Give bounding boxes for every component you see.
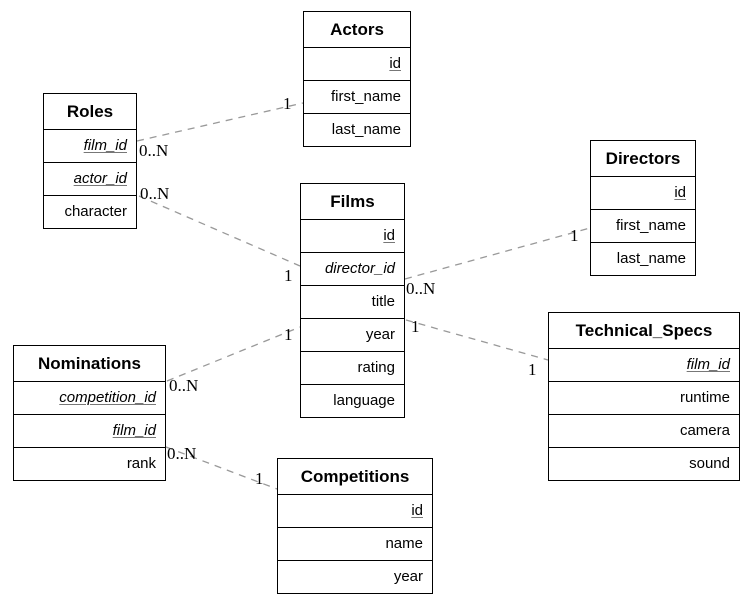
cardinality-films-directors-near-films: 0..N — [406, 279, 436, 298]
table-competitions-title: Competitions — [278, 459, 432, 495]
table-films: Films id director_id title year rating l… — [300, 183, 405, 418]
table-actors-title: Actors — [304, 12, 410, 48]
field-nominations-film-id: film_id — [14, 415, 165, 448]
cardinality-roles-actors-near-actors: 1 — [283, 94, 292, 113]
table-roles-title: Roles — [44, 94, 136, 130]
field-technical-specs-runtime: runtime — [549, 382, 739, 415]
table-nominations: Nominations competition_id film_id rank — [13, 345, 166, 481]
table-films-title: Films — [301, 184, 404, 220]
field-films-id: id — [301, 220, 404, 253]
field-competitions-id: id — [278, 495, 432, 528]
field-films-director-id: director_id — [301, 253, 404, 286]
field-technical-specs-camera: camera — [549, 415, 739, 448]
relationship-films-directors-line — [404, 227, 591, 280]
cardinality-films-technical-specs-near-specs: 1 — [528, 360, 537, 379]
field-nominations-rank: rank — [126, 455, 156, 472]
field-actors-id: id — [304, 48, 410, 81]
field-roles-character: character — [64, 203, 127, 220]
field-competitions-year: year — [393, 568, 423, 585]
relationship-roles-films-line — [138, 195, 301, 267]
cardinality-roles-actors-near-roles: 0..N — [139, 141, 169, 160]
cardinality-nominations-films-near-films: 1 — [284, 325, 293, 344]
field-films-title: title — [301, 286, 404, 319]
table-roles: Roles film_id actor_id character — [43, 93, 137, 229]
relationship-roles-actors-line — [136, 102, 304, 142]
table-technical-specs: Technical_Specs film_id runtime camera s… — [548, 312, 740, 481]
field-roles-actor-id: actor_id — [44, 163, 136, 196]
field-roles-film-id: film_id — [44, 130, 136, 163]
relationship-films-technical-specs-line — [405, 319, 549, 361]
field-nominations-competition-id: competition_id — [14, 382, 165, 415]
field-technical-specs-sound: sound — [689, 455, 730, 472]
cardinality-roles-films-near-films: 1 — [284, 266, 293, 285]
field-films-rating: rating — [301, 352, 404, 385]
relationship-nominations-films-line — [166, 326, 301, 382]
table-directors: Directors id first_name last_name — [590, 140, 696, 276]
cardinality-nominations-competitions-near-competitions: 1 — [255, 469, 264, 488]
field-films-language: language — [333, 392, 395, 409]
cardinality-nominations-films-near-nominations: 0..N — [169, 376, 199, 395]
table-technical-specs-title: Technical_Specs — [549, 313, 739, 349]
cardinality-roles-films-near-roles: 0..N — [140, 184, 170, 203]
field-directors-id: id — [591, 177, 695, 210]
field-actors-first-name: first_name — [304, 81, 410, 114]
cardinality-nominations-competitions-near-nominations: 0..N — [167, 444, 197, 463]
field-films-year: year — [301, 319, 404, 352]
table-competitions: Competitions id name year — [277, 458, 433, 594]
table-nominations-title: Nominations — [14, 346, 165, 382]
cardinality-films-technical-specs-near-films: 1 — [411, 317, 420, 336]
field-competitions-name: name — [278, 528, 432, 561]
field-actors-last-name: last_name — [331, 121, 401, 138]
field-technical-specs-film-id: film_id — [549, 349, 739, 382]
table-directors-title: Directors — [591, 141, 695, 177]
table-actors: Actors id first_name last_name — [303, 11, 411, 147]
field-directors-last-name: last_name — [616, 250, 686, 267]
field-directors-first-name: first_name — [591, 210, 695, 243]
cardinality-films-directors-near-directors: 1 — [570, 226, 579, 245]
